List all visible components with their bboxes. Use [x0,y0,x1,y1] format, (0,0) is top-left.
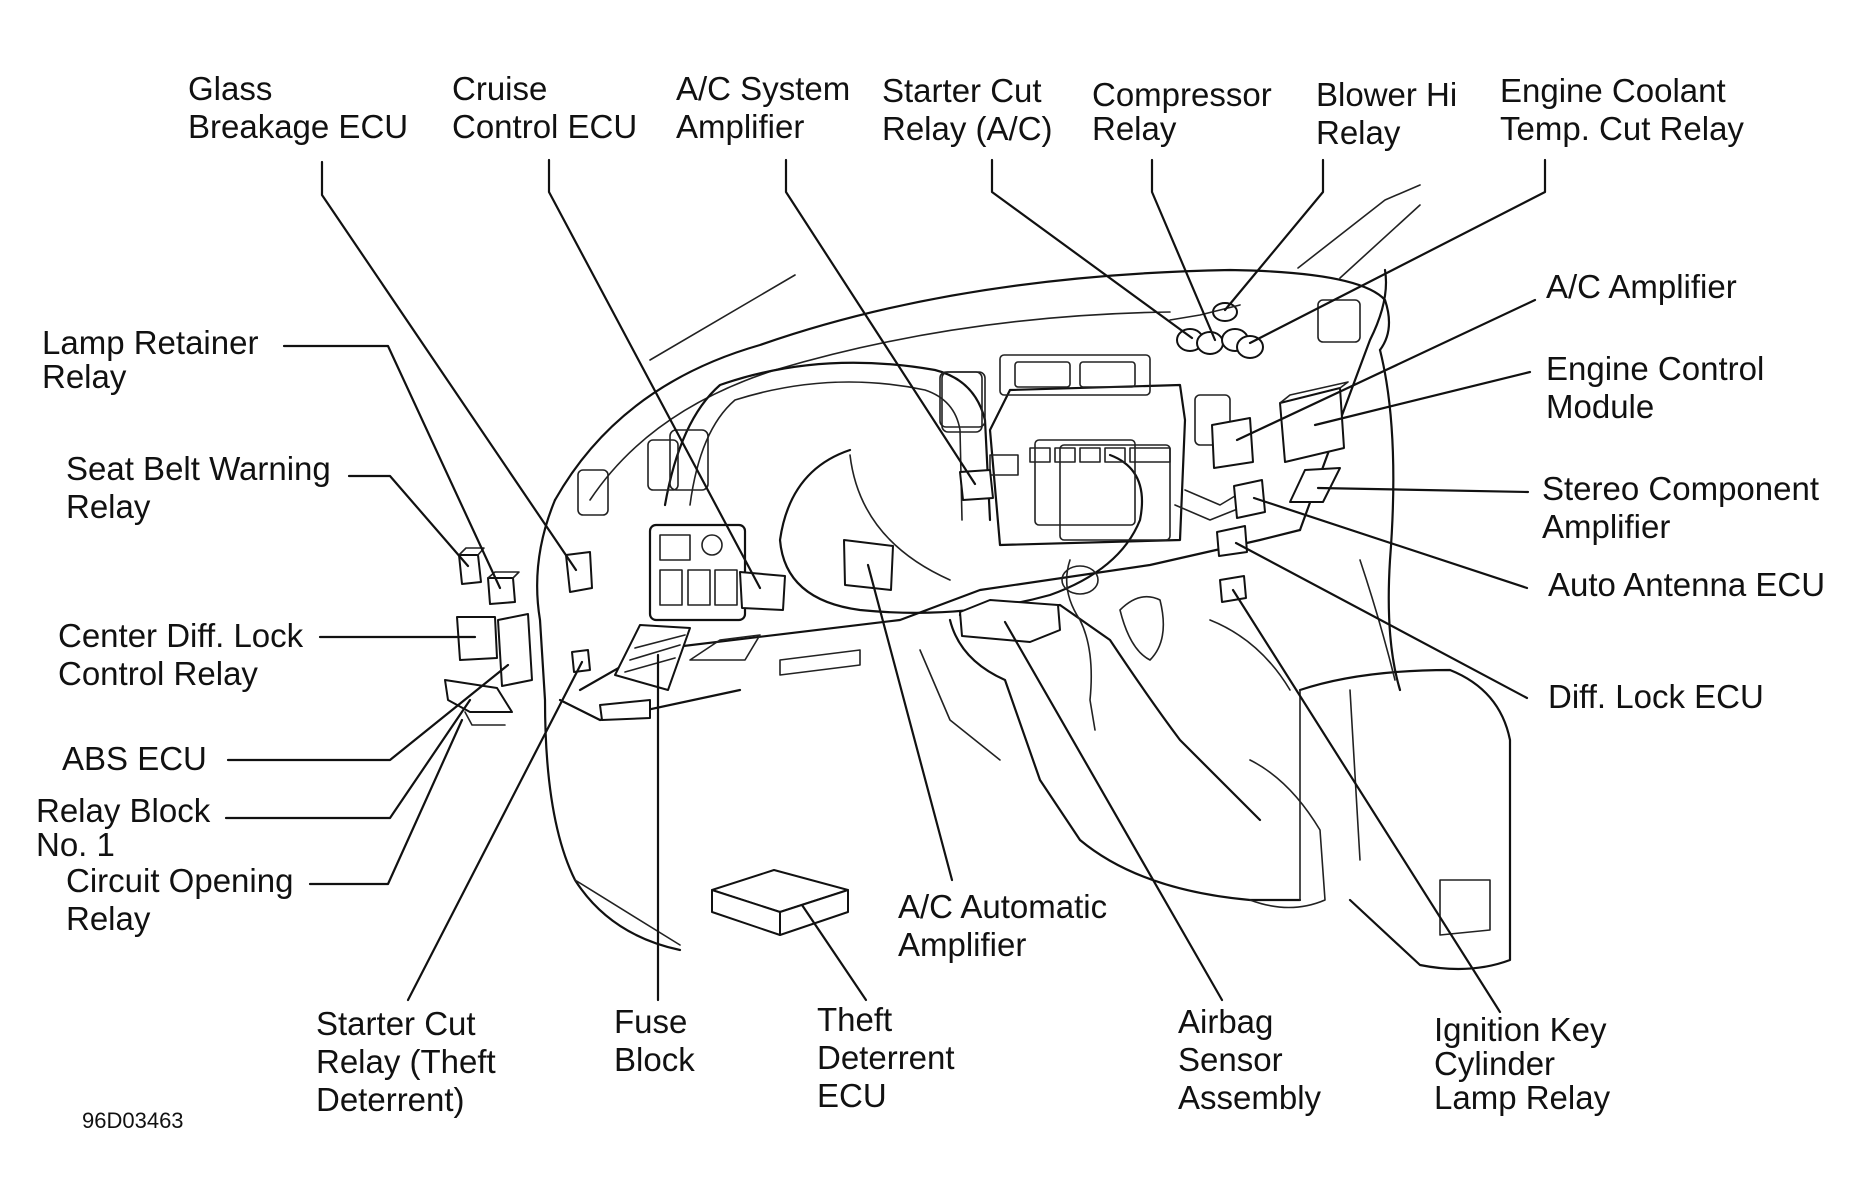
label-glass-breakage-ecu: Glass Breakage ECU [188,70,408,145]
leader-auto-antenna-ecu [1252,496,1529,590]
auto-antenna-ecu-shape [1233,479,1266,519]
figure-id: 96D03463 [82,1108,184,1133]
leader-ac-amplifier [1235,298,1537,442]
leader-engine-coolant-temp-cut-relay [1248,158,1547,345]
leader-blower-hi-relay [1223,158,1325,312]
leader-circuit-opening-relay [308,718,464,886]
label-ac-amplifier: A/C Amplifier [1546,268,1737,305]
ac-system-amplifier-shape [959,469,994,501]
airbag-sensor-assembly-shape [959,599,1061,643]
leader-cruise-control-ecu [547,158,762,590]
label-seat-belt-warning-relay: Seat Belt Warning Relay [66,450,340,525]
seat-belt-warning-relay-shape [458,547,485,585]
components [444,302,1349,936]
label-theft-deterrent-ecu: Theft Deterrent ECU [817,1001,964,1114]
label-center-diff-lock-control-relay: Center Diff. Lock Control Relay [58,617,312,692]
label-auto-antenna-ecu: Auto Antenna ECU [1548,566,1825,603]
label-starter-cut-relay-theft: Starter Cut Relay (Theft Deterrent) [316,1005,505,1118]
top-relays-shape [1169,302,1264,359]
stereo-component-amplifier-shape [1289,467,1341,503]
label-abs-ecu: ABS ECU [62,740,207,777]
leader-engine-control-module [1313,370,1532,427]
label-starter-cut-relay-ac: Starter Cut Relay (A/C) [882,72,1053,147]
engine-control-module-shape [1279,381,1349,463]
leader-theft-deterrent-ecu [800,903,868,1002]
label-engine-control-module: Engine Control Module [1546,350,1773,425]
leader-diff-lock-ecu [1234,541,1529,700]
label-engine-coolant-temp-cut-relay: Engine Coolant Temp. Cut Relay [1500,72,1744,147]
label-cruise-control-ecu: Cruise Control ECU [452,70,637,145]
leader-abs-ecu [226,663,510,762]
lamp-retainer-relay-shape [487,571,520,605]
labels: Glass Breakage ECU Cruise Control ECU A/… [36,70,1828,1133]
leader-starter-cut-relay-theft [406,660,584,1002]
label-stereo-component-amplifier: Stereo Component Amplifier [1542,470,1828,545]
leader-compressor-relay [1150,158,1217,342]
label-blower-hi-relay: Blower Hi Relay [1316,76,1466,151]
label-compressor-relay: Compressor Relay [1092,76,1281,147]
label-airbag-sensor-assembly: Airbag Sensor Assembly [1178,1003,1322,1116]
theft-deterrent-ecu-shape [711,869,849,936]
center-diff-lock-relay-shape [456,613,533,687]
leader-glass-breakage-ecu [320,160,578,572]
abs-ecu-shape [444,679,513,726]
label-ac-system-amplifier: A/C System Amplifier [676,70,859,145]
fuse-block-shape [599,624,691,721]
leader-seat-belt-warning-relay [347,474,470,568]
starter-cut-relay-theft-shape [571,649,591,673]
cruise-control-ecu-shape [739,571,786,611]
leader-ac-system-amplifier [784,158,977,486]
label-lamp-retainer-relay: Lamp Retainer Relay [42,324,268,395]
leader-ignition-key-cylinder-lamp-relay [1231,588,1502,1014]
leader-starter-cut-relay-ac [990,158,1194,340]
label-ignition-key-cylinder-lamp-relay: Ignition Key Cylinder Lamp Relay [1434,1011,1616,1116]
leader-relay-block-no1 [224,698,472,820]
leader-stereo-component-amplifier [1316,486,1530,494]
ac-amplifier-shape [1211,417,1254,469]
label-diff-lock-ecu: Diff. Lock ECU [1548,678,1764,715]
leader-airbag-sensor-assembly [1003,620,1224,1002]
leader-lamp-retainer-relay [282,344,502,590]
glass-breakage-ecu-shape [565,551,593,593]
leader-lines [224,158,1547,1014]
label-circuit-opening-relay: Circuit Opening Relay [66,862,303,937]
diff-lock-ecu-shape [1216,525,1248,557]
dashboard-illustration [536,184,1512,971]
leader-ac-automatic-amplifier [866,563,954,882]
label-fuse-block: Fuse Block [614,1003,697,1078]
label-relay-block-no1: Relay Block No. 1 [36,792,219,863]
label-ac-automatic-amplifier: A/C Automatic Amplifier [898,888,1116,963]
